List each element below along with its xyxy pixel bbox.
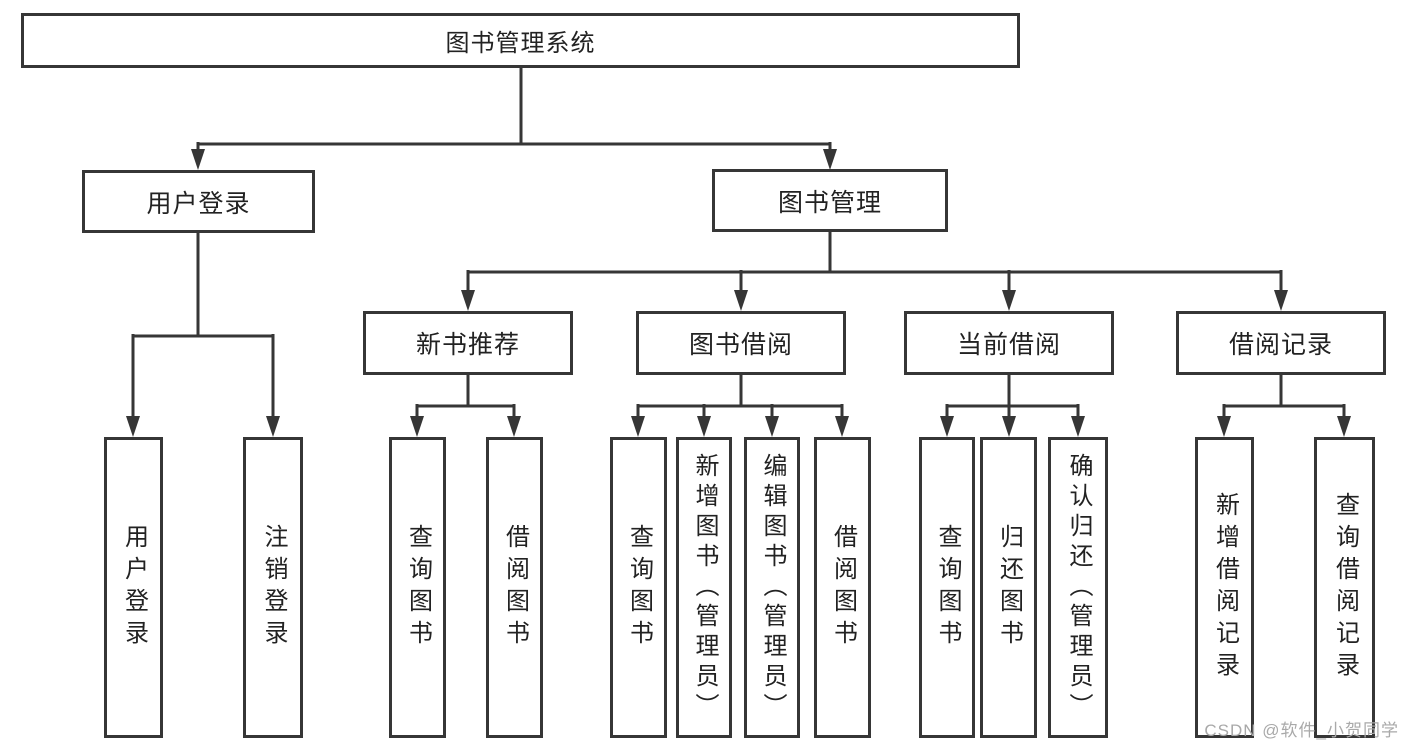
node-book-management-module: 图书管理 <box>712 169 948 232</box>
node-label: 编辑图书（管理员） <box>759 452 786 723</box>
leaf-confirm-return-admin: 确认归还（管理员） <box>1048 437 1108 738</box>
node-label: 归还图书 <box>995 523 1023 652</box>
node-label: 新书推荐 <box>415 331 520 359</box>
node-current-borrowing: 当前借阅 <box>904 311 1114 375</box>
leaf-add-books-admin: 新增图书（管理员） <box>676 437 732 738</box>
node-label: 用户登录 <box>120 523 148 652</box>
leaf-logout: 注销登录 <box>243 437 303 738</box>
leaf-query-books-borrowing: 查询图书 <box>610 437 667 738</box>
leaf-edit-books-admin: 编辑图书（管理员） <box>744 437 800 738</box>
node-label: 图书借阅 <box>688 331 793 359</box>
node-label: 图书管理系统 <box>445 30 596 57</box>
node-label: 借阅记录 <box>1228 331 1333 359</box>
node-label: 图书管理 <box>777 188 882 217</box>
leaf-borrow-books-borrowing: 借阅图书 <box>814 437 871 738</box>
node-label: 当前借阅 <box>956 331 1061 359</box>
leaf-query-books-current: 查询图书 <box>919 437 975 738</box>
node-label: 查询借阅记录 <box>1331 491 1359 684</box>
node-label: 确认归还（管理员） <box>1065 452 1092 723</box>
node-book-borrowing: 图书借阅 <box>636 311 846 375</box>
node-label: 新增借阅记录 <box>1211 491 1239 684</box>
node-label: 查询图书 <box>404 523 432 652</box>
leaf-user-login: 用户登录 <box>104 437 163 738</box>
leaf-return-books: 归还图书 <box>980 437 1037 738</box>
node-label: 借阅图书 <box>829 523 857 652</box>
node-user-login-module: 用户登录 <box>82 170 315 233</box>
node-borrowing-records: 借阅记录 <box>1176 311 1386 375</box>
node-new-book-recommendation: 新书推荐 <box>363 311 573 375</box>
leaf-borrow-books-recommend: 借阅图书 <box>486 437 543 738</box>
node-library-management-system: 图书管理系统 <box>21 13 1020 68</box>
node-label: 新增图书（管理员） <box>691 452 718 723</box>
leaf-query-books-recommend: 查询图书 <box>389 437 446 738</box>
watermark: CSDN @软件_小贺同学 <box>1204 721 1399 740</box>
node-label: 查询图书 <box>625 523 653 652</box>
node-label: 查询图书 <box>934 523 961 652</box>
leaf-add-borrow-record: 新增借阅记录 <box>1195 437 1254 738</box>
leaf-query-borrow-record: 查询借阅记录 <box>1314 437 1375 738</box>
node-label: 注销登录 <box>260 523 287 652</box>
node-label: 借阅图书 <box>501 523 529 652</box>
node-label: 用户登录 <box>146 189 251 218</box>
